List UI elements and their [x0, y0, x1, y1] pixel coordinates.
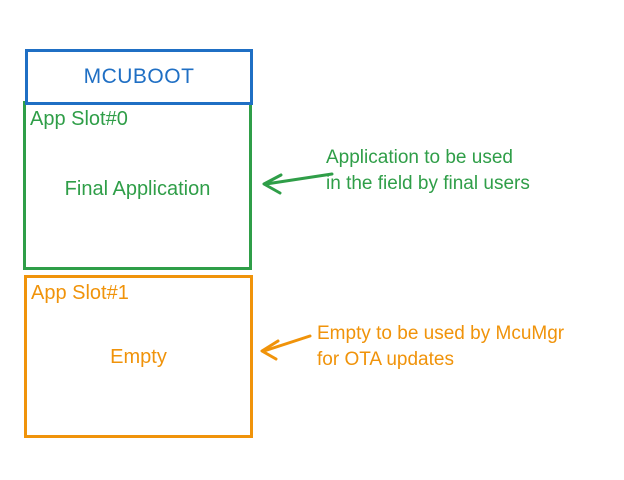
- app-slot1-box: App Slot#1 Empty: [24, 275, 253, 438]
- slot1-annotation: Empty to be used by McuMgr for OTA updat…: [317, 321, 564, 373]
- slot1-annotation-line2: for OTA updates: [317, 349, 454, 370]
- slot0-annotation: Application to be used in the field by f…: [326, 145, 530, 197]
- app-slot0-box: App Slot#0 Final Application: [23, 101, 252, 270]
- mcuboot-box: MCUBOOT: [25, 49, 253, 105]
- slot0-annotation-line1: Application to be used: [326, 147, 513, 168]
- slot0-arrow-left-icon: [262, 172, 334, 195]
- app-slot0-title: App Slot#0: [30, 108, 128, 130]
- slot0-annotation-line2: in the field by final users: [326, 173, 530, 194]
- slot1-arrow-left-icon: [260, 334, 312, 361]
- slot1-annotation-line1: Empty to be used by McuMgr: [317, 323, 565, 344]
- app-slot1-content: Empty: [110, 346, 167, 368]
- mcuboot-label: MCUBOOT: [83, 65, 195, 88]
- app-slot1-title: App Slot#1: [31, 282, 129, 304]
- app-slot0-content: Final Application: [64, 178, 211, 200]
